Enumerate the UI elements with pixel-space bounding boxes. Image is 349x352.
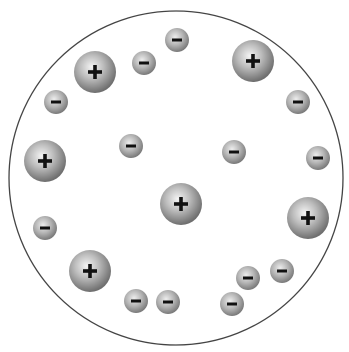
plus-sign-vertical-bar <box>88 264 92 278</box>
negative-charge <box>165 28 189 52</box>
minus-sign-icon <box>40 227 50 230</box>
negative-charge <box>44 90 68 114</box>
minus-sign-icon <box>51 101 61 104</box>
negative-charge <box>119 134 143 158</box>
positive-charge <box>287 197 329 239</box>
negative-charge <box>270 259 294 283</box>
minus-sign-icon <box>293 101 303 104</box>
minus-sign-icon <box>227 303 237 306</box>
minus-sign-icon <box>126 145 136 148</box>
minus-sign-icon <box>131 300 141 303</box>
minus-sign-icon <box>313 157 323 160</box>
positive-charge <box>74 51 116 93</box>
negative-charge <box>220 292 244 316</box>
negative-charge <box>222 140 246 164</box>
minus-sign-icon <box>277 270 287 273</box>
negative-charge <box>33 216 57 240</box>
plus-sign-vertical-bar <box>251 54 255 68</box>
negative-charge <box>286 90 310 114</box>
plus-sign-vertical-bar <box>306 211 310 225</box>
positive-charge <box>69 250 111 292</box>
minus-sign-icon <box>163 301 173 304</box>
negative-charge <box>124 289 148 313</box>
positive-charge <box>160 183 202 225</box>
negative-charge <box>156 290 180 314</box>
minus-sign-icon <box>243 277 253 280</box>
minus-sign-icon <box>229 151 239 154</box>
positive-charge <box>24 140 66 182</box>
plus-sign-vertical-bar <box>179 197 183 211</box>
plus-sign-vertical-bar <box>43 154 47 168</box>
positive-charge <box>232 40 274 82</box>
negative-charge <box>236 266 260 290</box>
negative-charge <box>132 51 156 75</box>
minus-sign-icon <box>139 62 149 65</box>
negative-charge <box>306 146 330 170</box>
minus-sign-icon <box>172 39 182 42</box>
plus-sign-vertical-bar <box>93 65 97 79</box>
